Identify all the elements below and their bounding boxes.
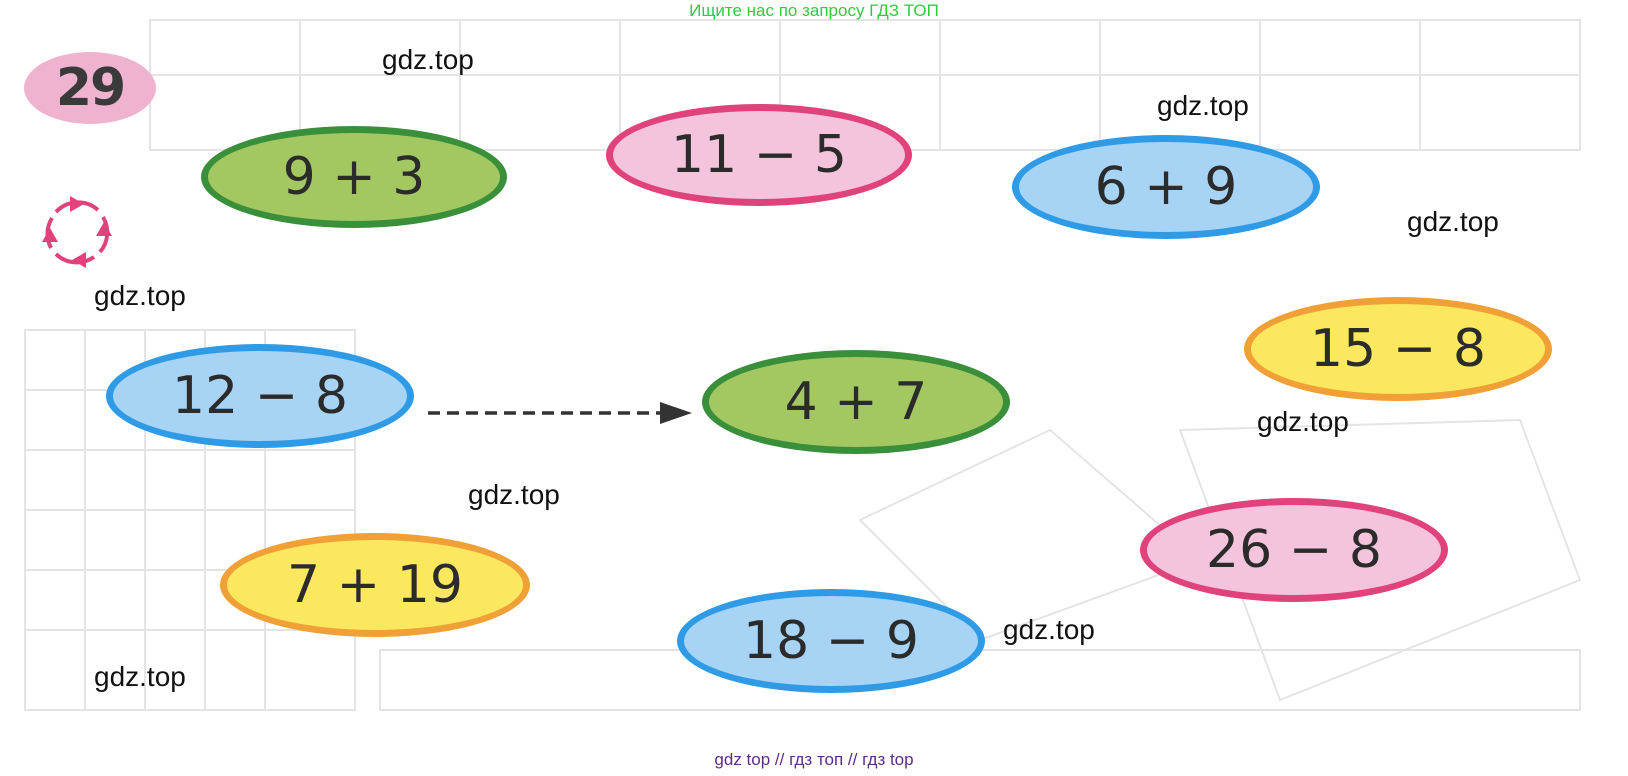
expression-text: 11 − 5 bbox=[671, 125, 847, 185]
expression-text: 6 + 9 bbox=[1094, 157, 1238, 217]
task-number-badge: 29 bbox=[24, 52, 156, 124]
expression-oval: 15 − 8 bbox=[1244, 297, 1552, 401]
watermark: gdz.top bbox=[1407, 206, 1499, 237]
expression-text: 12 − 8 bbox=[172, 366, 348, 426]
watermark: gdz.top bbox=[94, 661, 186, 692]
expression-oval: 11 − 5 bbox=[606, 104, 912, 206]
expression-text: 7 + 19 bbox=[287, 555, 463, 615]
expression-oval: 6 + 9 bbox=[1012, 135, 1320, 239]
watermark: gdz.top bbox=[1157, 90, 1249, 121]
expression-oval: 12 − 8 bbox=[106, 344, 414, 448]
expression-oval: 4 + 7 bbox=[702, 350, 1010, 454]
watermark: gdz.top bbox=[1257, 406, 1349, 437]
watermark: gdz.top bbox=[468, 479, 560, 510]
expression-oval: 7 + 19 bbox=[220, 533, 530, 637]
cycle-arrows-icon bbox=[42, 196, 112, 268]
watermark: gdz.top bbox=[94, 280, 186, 311]
top-banner[interactable]: Ищите нас по запросу ГДЗ ТОП bbox=[689, 1, 939, 20]
expression-text: 9 + 3 bbox=[282, 147, 426, 207]
task-number: 29 bbox=[55, 58, 126, 118]
expression-text: 18 − 9 bbox=[743, 611, 919, 671]
watermark: gdz.top bbox=[382, 44, 474, 75]
watermark: gdz.top bbox=[1003, 614, 1095, 645]
expression-text: 4 + 7 bbox=[784, 372, 928, 432]
expression-oval: 9 + 3 bbox=[201, 126, 507, 228]
expression-text: 26 − 8 bbox=[1206, 520, 1382, 580]
expression-oval: 26 − 8 bbox=[1140, 498, 1448, 602]
expression-text: 15 − 8 bbox=[1310, 319, 1486, 379]
dashed-arrow-icon bbox=[428, 402, 692, 424]
expression-oval: 18 − 9 bbox=[677, 589, 985, 693]
bottom-banner[interactable]: gdz top // гдз топ // гдз top bbox=[714, 750, 914, 769]
